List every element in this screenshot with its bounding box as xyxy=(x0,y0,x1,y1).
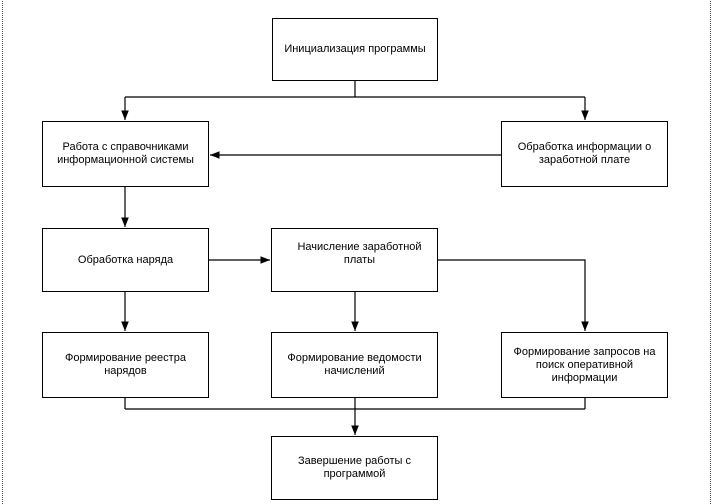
node-queries: Формирование запросов на поиск оперативн… xyxy=(501,332,668,398)
node-order: Обработка наряда xyxy=(42,228,209,292)
node-salary-info: Обработка информации о заработной плате xyxy=(501,121,668,187)
node-statement: Формирование ведомости начислений xyxy=(271,332,438,398)
node-registry: Формирование реестра нарядов xyxy=(42,332,209,398)
node-accrual: Начисление заработной платы xyxy=(271,228,438,292)
node-reference: Работа с справочниками информационной си… xyxy=(42,121,209,187)
node-finish: Завершение работы с программой xyxy=(271,436,438,500)
node-init: Инициализация программы xyxy=(272,18,438,81)
edge-accrual-to-queries xyxy=(437,259,589,331)
